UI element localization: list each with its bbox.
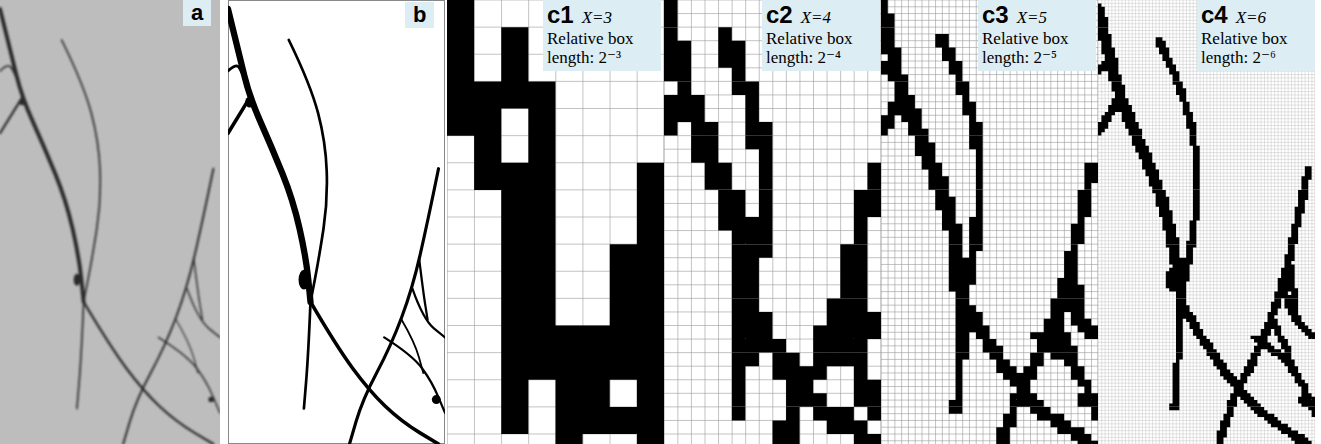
vein-node [245,97,254,108]
vein-network [228,9,445,444]
vein [384,337,445,413]
occupied-boxes [447,0,664,444]
vein [187,289,220,338]
vein [0,9,84,302]
vein [176,320,198,373]
vein [77,302,84,409]
panel-letter: c3 [982,1,1009,28]
box-length-note: Relative box length: 2⁻³ [547,29,657,67]
panel-letter: b [413,2,426,27]
vein [228,9,311,302]
panel-label: c1 X=3Relative box length: 2⁻³ [543,0,661,71]
panel-letter: c1 [547,1,574,28]
micrograph-ground [0,0,220,444]
vein [311,302,439,444]
grid-lines [1098,0,1315,444]
scale-index: X=5 [1017,8,1047,27]
vein [158,337,220,413]
scale-index: X=3 [582,8,612,27]
vein [123,169,213,444]
box-length-note: Relative box length: 2⁻⁶ [1201,29,1311,67]
box-length-note: Relative box length: 2⁻⁵ [982,29,1092,67]
vein [289,40,327,302]
vein-network [0,9,220,444]
scale-index: X=6 [1236,8,1266,27]
grid-lines [447,0,664,444]
vein-node [208,397,214,403]
vein-node [299,270,310,290]
vein [402,320,424,373]
vein [304,302,311,409]
occupied-boxes [664,0,881,444]
binary-panel [228,0,445,444]
vein [84,302,214,444]
micrograph-panel [0,0,220,444]
panel-label: c3 X=5Relative box length: 2⁻⁵ [978,0,1096,71]
vein [194,258,203,320]
grid-ground [1098,0,1315,444]
panel-letter: a [191,0,203,25]
vein [0,66,15,76]
grid-lines [664,0,881,444]
binary-ground [229,1,445,444]
panel-label: a [183,0,211,26]
vein [62,40,101,302]
vein [0,98,22,134]
panel-letter: c2 [766,1,793,28]
vein-node [74,274,81,286]
vein-node [19,99,25,106]
vein [419,258,428,320]
panel-label: c2 X=4Relative box length: 2⁻⁴ [762,0,880,71]
occupied-boxes [881,0,1098,444]
box-length-note: Relative box length: 2⁻⁴ [766,29,876,67]
scale-index: X=4 [801,8,831,27]
panel-letter: c4 [1201,1,1228,28]
vein [228,66,243,76]
grid-lines [881,0,1098,444]
panel-label: b [405,2,434,28]
vein-node [432,395,441,404]
vein [350,169,439,444]
panel-label: c4 X=6Relative box length: 2⁻⁶ [1197,0,1315,71]
vein [412,289,445,338]
